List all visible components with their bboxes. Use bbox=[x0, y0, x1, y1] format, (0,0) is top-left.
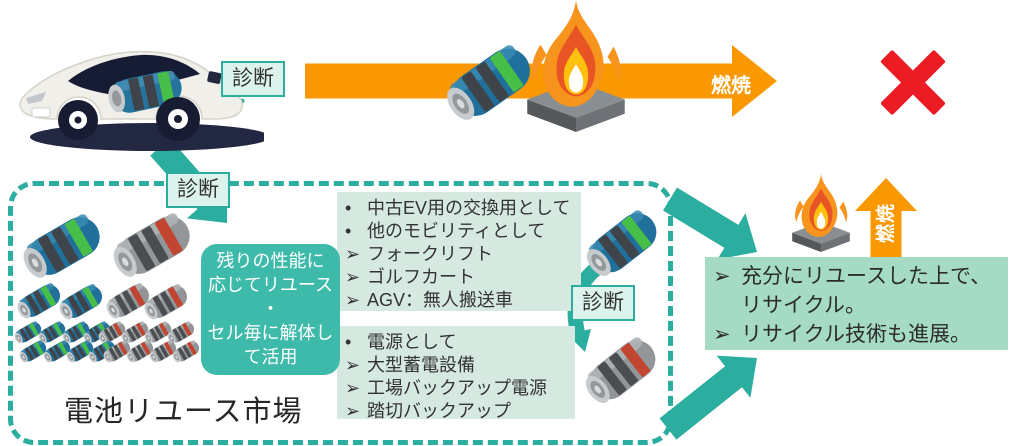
combustion-arrow-label: 燃焼 bbox=[711, 75, 751, 97]
policy-line: 残りの性能に bbox=[216, 251, 325, 271]
list-item: ➢ リサイクル技術も進展。 bbox=[713, 320, 1000, 349]
ev-car-icon bbox=[19, 50, 264, 151]
smoke-puff-icon bbox=[447, 44, 475, 61]
list-item: ➢ ゴルフカート bbox=[345, 266, 575, 289]
policy-line: 応じてリユース bbox=[207, 275, 334, 295]
list-item: • 電源として bbox=[345, 331, 569, 354]
bullet bbox=[713, 291, 741, 320]
bullet: • bbox=[345, 332, 352, 352]
bullet: ➢ bbox=[345, 401, 361, 421]
fire-icon bbox=[520, 0, 632, 132]
list-item: ➢ 大型蓄電設備 bbox=[345, 354, 569, 377]
list-item: • 中古EV用の交換用として bbox=[345, 197, 575, 220]
list-item: ➢ 工場バックアップ電源 bbox=[345, 377, 569, 400]
bullet: ➢ bbox=[345, 378, 361, 398]
no-direct-burn-cross-icon bbox=[880, 49, 946, 116]
reuse-market-title: 電池リユース市場 bbox=[64, 396, 303, 428]
bullet: ➢ bbox=[345, 355, 361, 375]
policy-line: て活用 bbox=[243, 347, 298, 367]
list-item: ➢ AGV：無人搬送車 bbox=[345, 289, 575, 312]
list-item-text: 踏切バックアップ bbox=[367, 401, 511, 421]
list-item-text: ゴルフカート bbox=[367, 267, 475, 287]
list-item-text: 他のモビリティとして bbox=[367, 221, 546, 241]
combustion-up-arrow-label: 燃焼 bbox=[876, 203, 897, 244]
policy-line: ・ bbox=[261, 299, 280, 319]
list-item: ➢ 充分にリユースした上で、 bbox=[713, 262, 1000, 291]
list-item-text: リサイクル技術も進展。 bbox=[741, 323, 971, 346]
bullet: • bbox=[345, 221, 352, 241]
list-item-text: 充分にリユースした上で、 bbox=[741, 265, 992, 288]
bullet: ➢ bbox=[345, 244, 361, 264]
combustion-arrow bbox=[305, 45, 777, 117]
recycle-conclusion-box: ➢ 充分にリユースした上で、 リサイクル。 ➢ リサイクル技術も進展。 bbox=[705, 257, 1008, 350]
mobility-use-list-box: • 中古EV用の交換用として • 他のモビリティとして ➢ フォークリフト ➢ ゴルフカ… bbox=[337, 192, 581, 311]
list-item-text: フォークリフト bbox=[367, 244, 493, 264]
list-item-text: 中古EV用の交換用として bbox=[367, 198, 571, 218]
bullet: ➢ bbox=[713, 265, 731, 288]
combustion-up-arrow bbox=[855, 178, 917, 257]
diagnosis-badge-car: 診断 bbox=[221, 61, 285, 98]
power-use-list-box: • 電源として ➢ 大型蓄電設備 ➢ 工場バックアップ電源 ➢ 踏切バックアップ bbox=[337, 326, 575, 421]
list-item-text: 大型蓄電設備 bbox=[367, 355, 475, 375]
diagnosis-badge-cells: 診断 bbox=[571, 285, 635, 322]
policy-line: セル毎に解体し bbox=[207, 323, 334, 343]
bullet: • bbox=[345, 198, 352, 218]
list-item: ➢ 踏切バックアップ bbox=[345, 400, 569, 423]
list-item-text: AGV：無人搬送車 bbox=[367, 290, 514, 310]
list-item-text: 工場バックアップ電源 bbox=[367, 378, 547, 398]
bullet: ➢ bbox=[345, 267, 361, 287]
bullet: ➢ bbox=[713, 323, 731, 346]
reuse-policy-note: 残りの性能に 応じてリユース ・ セル毎に解体し て活用 bbox=[201, 244, 340, 375]
fire-icon-small bbox=[788, 174, 854, 252]
diagnosis-badge-market: 診断 bbox=[166, 172, 230, 209]
list-item-text: 電源として bbox=[367, 332, 457, 352]
arrow-market-to-recycle-bottom bbox=[659, 355, 757, 440]
list-item: • 他のモビリティとして bbox=[345, 220, 575, 243]
arrow-market-to-recycle-top bbox=[663, 187, 757, 260]
list-item: ➢ フォークリフト bbox=[345, 243, 575, 266]
list-item: リサイクル。 bbox=[713, 291, 1000, 320]
bullet: ➢ bbox=[345, 290, 361, 310]
list-item-text: リサイクル。 bbox=[741, 294, 866, 317]
